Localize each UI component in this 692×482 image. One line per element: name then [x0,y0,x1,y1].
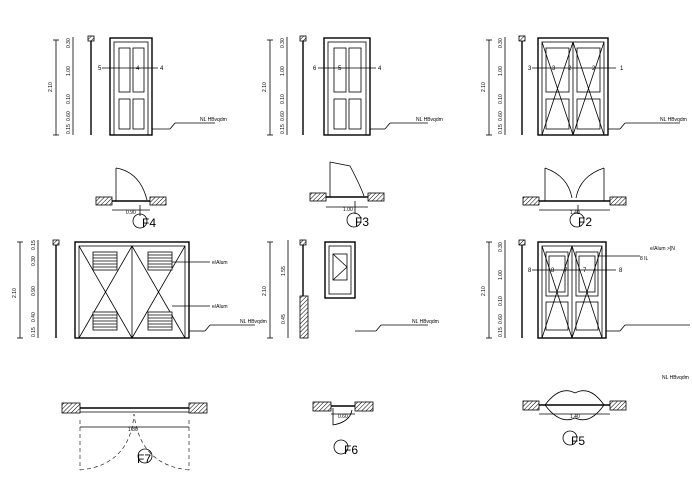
f4-level-label: NL HBvqdm [200,117,227,123]
svg-text:0.90: 0.90 [31,286,37,296]
svg-text:0.10: 0.10 [66,94,72,104]
f5-note-b: 8 IL [640,256,649,262]
svg-text:0.60: 0.60 [66,111,72,121]
svg-text:2: 2 [592,66,596,72]
tag-f4: F4 [142,216,156,230]
f7-louvre-top-left [92,251,118,271]
svg-text:1.55: 1.55 [281,266,287,276]
svg-text:0.60: 0.60 [280,111,286,121]
svg-text:1.00: 1.00 [66,66,72,76]
f4-elevation: 2.10 0.30 1.00 0.10 0.60 0.15 5 4 4 NL H… [48,35,227,136]
svg-text:0.10: 0.10 [280,94,286,104]
svg-text:8: 8 [528,268,532,274]
svg-text:2.10: 2.10 [481,286,487,296]
f4-height-total: 2.10 [48,82,54,92]
svg-text:0.30: 0.30 [66,38,72,48]
svg-text:2.10: 2.10 [12,288,18,298]
svg-text:1.00: 1.00 [343,207,353,213]
svg-text:3: 3 [528,66,532,72]
svg-text:5: 5 [338,66,342,72]
svg-text:NL HBvqdm: NL HBvqdm [662,375,689,381]
svg-text:0.15: 0.15 [31,327,37,337]
svg-text:0.15: 0.15 [31,240,37,250]
svg-text:NL HBvqdm: NL HBvqdm [660,117,687,123]
svg-text:1.00: 1.00 [498,66,504,76]
svg-text:8: 8 [551,268,555,274]
f7-plan: 1.80 F7 [61,402,208,471]
tag-f2: F2 [578,215,592,229]
f3-plan: 1.00 F3 [309,161,385,229]
svg-text:1.40: 1.40 [570,414,580,420]
svg-text:6: 6 [313,66,317,72]
f7-louvre-bottom-left [92,311,118,331]
f7-note-bottom: e/Alum [212,304,228,310]
svg-text:1.80: 1.80 [128,427,138,433]
svg-text:8: 8 [619,268,623,274]
svg-text:NL HBvqdm: NL HBvqdm [412,319,439,325]
svg-text:7: 7 [564,268,568,274]
svg-text:4: 4 [160,66,164,72]
svg-text:4: 4 [378,66,382,72]
svg-text:0.15: 0.15 [498,124,504,134]
svg-text:0.30: 0.30 [31,256,37,266]
f5-note: e/Alum >[N [650,246,675,252]
svg-text:0.45: 0.45 [281,314,287,324]
f2-elevation: 2.10 0.30 1.00 0.10 0.60 0.15 3 3 2 2 1 … [481,35,687,136]
svg-text:0.15: 0.15 [280,124,286,134]
svg-text:3: 3 [552,66,556,72]
svg-text:2.10: 2.10 [262,286,268,296]
f7-louvre-bottom-right [147,311,173,331]
svg-text:5: 5 [98,66,102,72]
tag-f5: F5 [571,434,585,448]
svg-text:0.15: 0.15 [66,124,72,134]
f7-louvre-top-right [147,251,173,271]
svg-text:0.30: 0.30 [280,38,286,48]
svg-text:0.60: 0.60 [498,314,504,324]
f7-elevation: 2.10 0.15 0.30 0.90 0.40 0.15 [12,239,267,339]
svg-text:2.10: 2.10 [481,82,487,92]
f6-elevation: 2.10 1.55 0.45 NL HBvqdm [262,239,439,339]
svg-text:7: 7 [583,268,587,274]
svg-text:2: 2 [568,66,572,72]
svg-text:NL HBvqdm: NL HBvqdm [240,319,267,325]
f5-elevation: 2.10 0.30 1.00 0.10 0.60 0.15 8 8 7 7 8 … [481,239,690,381]
tag-f7: F7 [137,452,151,466]
tag-f6: F6 [344,443,358,457]
svg-text:0.30: 0.30 [498,38,504,48]
f2-plan: 1.40 F2 [522,167,627,229]
svg-text:1.00: 1.00 [498,270,504,280]
svg-text:NL HBvqdm: NL HBvqdm [416,117,443,123]
f4-plan: 0.90 F4 [95,167,167,230]
f5-plan: 1.40 F5 [522,390,627,448]
svg-text:1.00: 1.00 [280,66,286,76]
svg-text:0.15: 0.15 [498,327,504,337]
svg-text:2.10: 2.10 [262,82,268,92]
svg-text:0.10: 0.10 [498,296,504,306]
svg-text:1: 1 [620,66,624,72]
f7-note-top: e/Alum [212,260,228,266]
svg-text:0.40: 0.40 [31,312,37,322]
f6-plan: 0.60 F6 [312,401,374,457]
tag-f3: F3 [355,215,369,229]
svg-text:4: 4 [136,66,140,72]
svg-text:0.30: 0.30 [498,242,504,252]
f3-elevation: 2.10 0.30 1.00 0.10 0.60 0.15 6 5 4 NL H… [262,35,443,136]
svg-text:0.10: 0.10 [498,94,504,104]
svg-text:0.60: 0.60 [498,111,504,121]
svg-text:0.60: 0.60 [338,414,348,420]
svg-text:0.90: 0.90 [126,210,136,216]
